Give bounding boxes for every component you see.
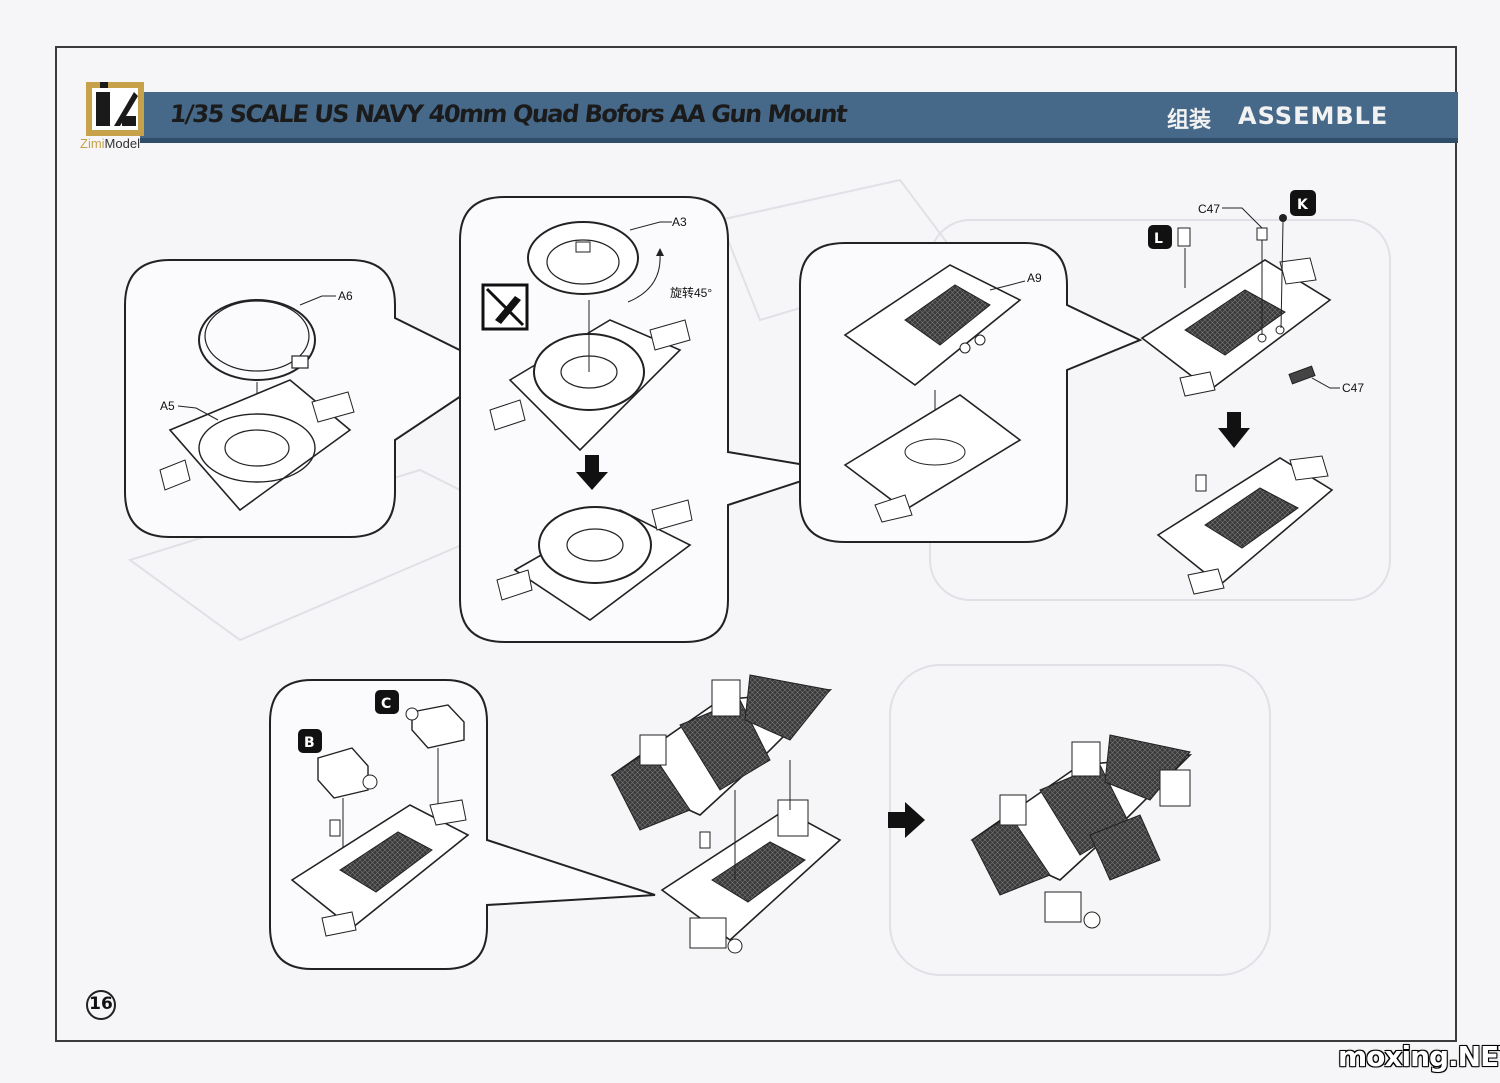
right-arrow-icon (888, 802, 925, 838)
step-k-l-parts: L C47 K C47 (1140, 190, 1364, 595)
part-label-c47-side: C47 (1342, 381, 1364, 395)
part-badge-l (1148, 225, 1172, 249)
down-arrow-icon (1218, 412, 1250, 448)
callout-step-b-c: C B (269, 679, 656, 970)
brand-name: ZimiModel (80, 136, 140, 151)
brand-name-part1: Zimi (80, 136, 105, 151)
callout-step-a6-a5: A6 A5 (124, 259, 502, 538)
assembly-final (970, 734, 1193, 929)
part-label-a3: A3 (672, 215, 687, 229)
part-label-a6: A6 (338, 289, 353, 303)
part-label-c47-top: C47 (1198, 202, 1220, 216)
assemble-label-en: ASSEMBLE (1238, 102, 1389, 130)
rotation-note: 旋转45° (670, 285, 712, 300)
part-badge-c (375, 690, 399, 714)
page-frame (55, 46, 1457, 1042)
brand-name-part2: Model (104, 136, 140, 151)
watermark: moxing.NET (1338, 1040, 1500, 1073)
part-badge-k-label: K (1297, 197, 1309, 213)
assembly-center (610, 674, 842, 954)
part-badge-b-label: B (304, 735, 315, 751)
no-glue-icon (481, 283, 529, 331)
page-number: 16 (86, 990, 116, 1020)
part-badge-b (298, 729, 322, 753)
header-strip (140, 138, 1458, 143)
part-badge-l-label: L (1154, 231, 1163, 247)
part-label-a9: A9 (1027, 271, 1042, 285)
header-bar (140, 92, 1458, 140)
part-badge-k (1290, 190, 1316, 216)
callout-step-a9: A9 (799, 242, 1143, 543)
part-badge-c-label: C (381, 696, 391, 712)
callout-step-a3: A3 旋转45° (459, 196, 836, 643)
zimi-logo-icon (86, 82, 144, 136)
part-label-a5: A5 (160, 399, 175, 413)
assemble-label-zh: 组装 (1167, 108, 1212, 133)
down-arrow-icon (576, 455, 608, 490)
